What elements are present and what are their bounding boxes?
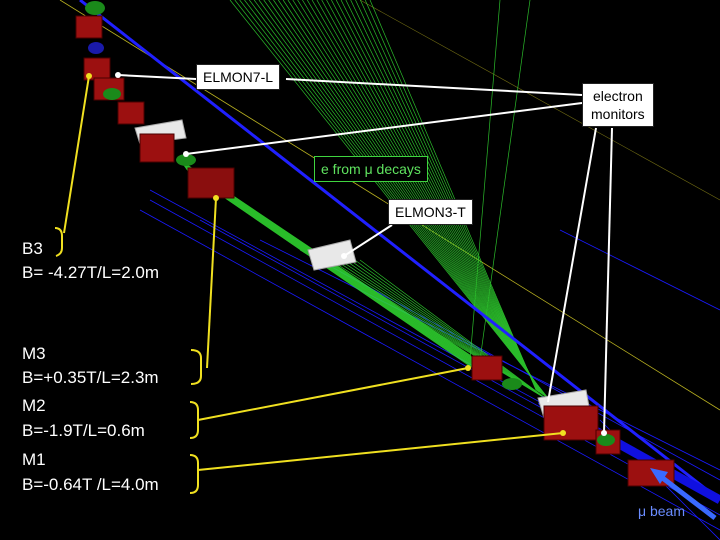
- electron-monitors-line2: monitors: [591, 106, 645, 122]
- decay-track: [326, 0, 541, 393]
- decay-track: [469, 0, 501, 361]
- decay-track: [234, 0, 548, 398]
- decay-track: [189, 173, 491, 381]
- decay-track: [340, 0, 539, 392]
- b3-name: B3: [22, 239, 43, 258]
- magnet: [595, 429, 621, 455]
- decay-track: [311, 0, 542, 394]
- decay-track: [263, 0, 546, 397]
- decay-track: [258, 0, 546, 397]
- decay-track: [244, 0, 548, 398]
- m2-field: B=-1.9T/L=0.6m: [22, 421, 145, 440]
- quad-coil: [597, 434, 615, 446]
- electron-monitor-elmon3: [307, 239, 357, 271]
- mu-beam-arrow: [658, 474, 717, 520]
- decay-track: [479, 0, 531, 361]
- decay-track: [306, 0, 542, 394]
- quad-coil: [85, 1, 105, 15]
- mu-beam-text: beam: [646, 503, 685, 519]
- white-callouts: [117, 74, 613, 434]
- magnet-m3: [187, 167, 235, 199]
- decay-track: [335, 0, 540, 393]
- decay-track: [339, 256, 549, 401]
- decay-track: [299, 249, 549, 401]
- decay-track: [359, 259, 549, 401]
- elmon3-label: ELMON3-T: [388, 199, 473, 225]
- decay-track: [253, 0, 547, 397]
- decays-text: decays: [372, 161, 421, 177]
- decay-track: [364, 0, 537, 391]
- m1-field: B=-0.64T /L=4.0m: [22, 475, 159, 494]
- white-callout-dots: [115, 72, 607, 436]
- magnet: [75, 15, 103, 39]
- electron-monitors-line1: electron: [592, 88, 643, 104]
- guide-line: [359, 0, 720, 201]
- decay-track: [313, 251, 549, 401]
- quad-coil: [103, 88, 121, 100]
- m3-field: B=+0.35T/L=2.3m: [22, 368, 159, 387]
- decay-track: [360, 0, 538, 391]
- quad-coil: [502, 378, 522, 390]
- decay-track: [302, 0, 543, 395]
- decay-track: [321, 0, 541, 393]
- decay-track: [346, 257, 549, 401]
- electron-monitors-label: electron monitors: [582, 83, 654, 127]
- magnet: [139, 133, 175, 163]
- magnet-m2: [471, 355, 503, 381]
- mu-beam-symbol: μ: [638, 503, 647, 519]
- beam-element: [88, 42, 104, 54]
- yellow-callouts: [54, 75, 564, 494]
- beam-envelope-lines: [139, 189, 720, 540]
- e-from-text: e from: [321, 161, 365, 177]
- m1-name: M1: [22, 450, 46, 469]
- decay-track: [331, 0, 540, 393]
- mu-beam-label: μ beam: [638, 503, 685, 519]
- decay-track: [326, 254, 549, 401]
- decay-track: [306, 250, 549, 401]
- decay-track: [273, 0, 545, 396]
- decay-track: [249, 0, 547, 398]
- decay-track: [282, 0, 544, 396]
- mu-symbol: μ: [364, 161, 373, 177]
- m3-name: M3: [22, 344, 46, 363]
- mu-beam-arrowhead: [650, 468, 668, 484]
- decay-track: [268, 0, 545, 396]
- m2-name: M2: [22, 396, 46, 415]
- decay-track: [319, 253, 549, 401]
- decay-track: [355, 0, 538, 391]
- decay-track: [287, 0, 544, 395]
- b3-field: B= -4.27T/L=2.0m: [22, 263, 160, 282]
- magnet: [117, 101, 145, 125]
- decay-track: [239, 0, 548, 398]
- e-from-mu-decays-label: e from μ decays: [314, 156, 428, 182]
- decay-track: [353, 258, 549, 401]
- decay-track: [333, 255, 549, 401]
- quad-coil: [176, 154, 196, 166]
- elmon7-label: ELMON7-L: [196, 64, 281, 90]
- beam-pipe: [79, 0, 720, 502]
- yellow-callout-dots: [86, 73, 566, 436]
- decay-track: [316, 0, 541, 394]
- decay-track: [350, 0, 538, 392]
- decay-track: [369, 0, 537, 391]
- magnet-chain: [75, 1, 675, 487]
- decay-track: [345, 0, 539, 392]
- decay-tracks: [179, 0, 549, 401]
